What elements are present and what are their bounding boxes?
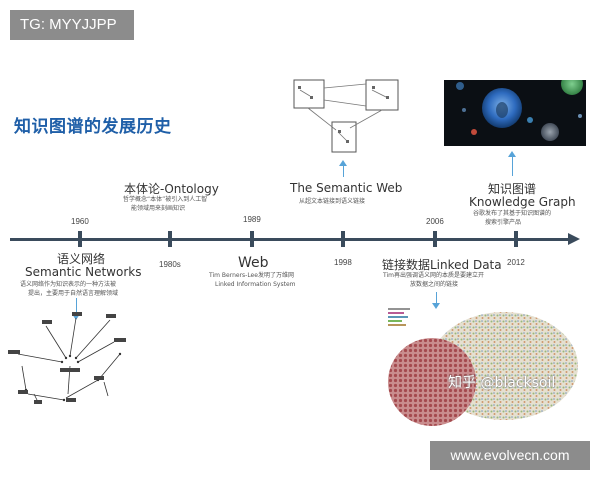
timeline-tick-1980s [168, 231, 172, 247]
ontology-title: 本体论-Ontology [124, 182, 219, 196]
knowledge-graph-desc-line1: 谷歌发布了其基于知识图谱的 [473, 210, 552, 217]
web-page-box-bottom [331, 121, 357, 153]
timeline-tick-2012 [514, 231, 518, 247]
semantic-networks-pointer-line [76, 298, 77, 314]
year-label-2012: 2012 [507, 258, 525, 267]
web-desc-line2: Linked Information System [215, 281, 296, 288]
zhihu-watermark: 知乎 @blacksoil [448, 375, 556, 391]
knowledge-graph-title-en: Knowledge Graph [469, 195, 576, 209]
timeline-arrowhead [568, 233, 580, 245]
semantic-networks-title-cn: 语义网络 [57, 252, 106, 266]
linked-data-pointer-line [436, 292, 437, 304]
ontology-desc-line1: 哲学概念“本体”被引入到人工智 [123, 196, 208, 203]
semantic-networks-desc-line2: 提出，主要用于自然语言理解领域 [28, 290, 119, 297]
semantic-networks-desc-line1: 语义网络作为知识表示的一种方法被 [20, 281, 117, 288]
semantic-web-pointer-line [343, 165, 344, 177]
knowledge-graph-pointer-line [512, 156, 513, 176]
year-label-1960: 1960 [71, 217, 89, 226]
web-desc-line1: Tim Berners-Lee发明了万维网 [209, 272, 294, 279]
linked-data-desc-line2: 放数据之间的链接 [410, 281, 459, 288]
knowledge-graph-photo-art [456, 80, 583, 141]
tag-badge: TG: MYYJJPP [10, 10, 134, 40]
timeline-tick-1960 [78, 231, 82, 247]
year-label-1989: 1989 [243, 215, 261, 224]
ontology-desc-line2: 能领域用来刻画知识 [131, 205, 186, 212]
semantic-web-title: The Semantic Web [290, 181, 403, 195]
linked-data-cloud [388, 308, 578, 426]
web-title: Web [238, 255, 269, 271]
year-label-2006: 2006 [426, 217, 444, 226]
timeline-axis [10, 238, 572, 241]
timeline-tick-1989 [250, 231, 254, 247]
semantic-web-pointer-head [339, 160, 347, 166]
url-badge: www.evolvecn.com [430, 441, 590, 470]
semantic-web-desc: 从超文本链接到语义链接 [299, 198, 366, 205]
semantic-network-graph [8, 312, 126, 404]
knowledge-graph-pointer-head [508, 151, 516, 157]
semantic-networks-title-en: Semantic Networks [25, 265, 142, 279]
year-label-1998: 1998 [334, 258, 352, 267]
timeline-tick-2006 [433, 231, 437, 247]
linked-data-desc-line1: Tim再出强调语义网的本质是要建立开 [383, 272, 484, 279]
year-label-1980s: 1980s [159, 260, 181, 269]
timeline-tick-1998 [341, 231, 345, 247]
knowledge-graph-photo [444, 80, 586, 146]
knowledge-graph-desc-line2: 搜索引擎产品 [485, 219, 522, 226]
page-title: 知识图谱的发展历史 [14, 117, 172, 137]
web-page-box-left [293, 79, 325, 109]
knowledge-graph-title-cn: 知识图谱 [488, 182, 537, 196]
linked-data-title: 链接数据Linked Data [382, 258, 502, 272]
semantic-web-diagram [293, 79, 399, 153]
